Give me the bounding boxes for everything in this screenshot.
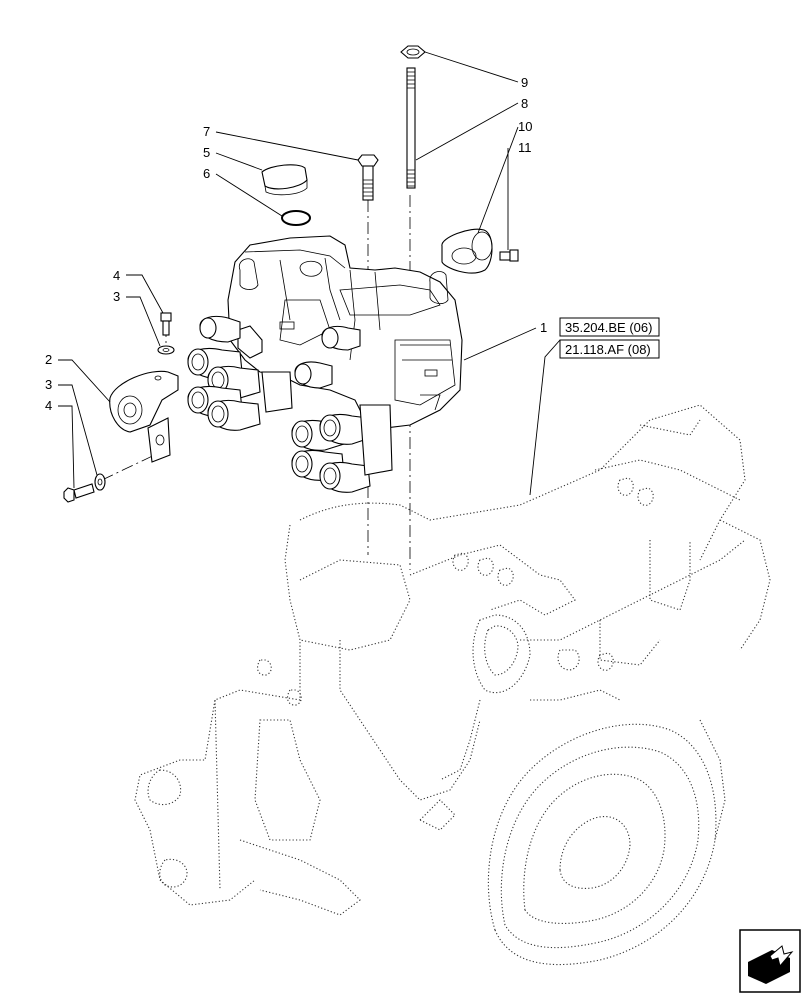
callout-4-lower: 4 (45, 398, 52, 413)
callout-5: 5 (203, 145, 210, 160)
threaded-rod-part-7 (406, 67, 416, 189)
callout-labels: 9 8 10 11 7 5 6 4 3 2 3 4 1 (45, 75, 547, 413)
callout-11: 11 (518, 140, 532, 155)
reference-label-1: 35.204.BE (06) (565, 320, 652, 335)
bolt-part-4-lower (63, 483, 95, 503)
callout-3-lower: 3 (45, 377, 52, 392)
cover-part-5 (261, 164, 308, 196)
reference-box-1[interactable]: 35.204.BE (06) (559, 317, 660, 337)
reference-label-2: 21.118.AF (08) (565, 342, 651, 357)
bolt-part-4-upper (160, 312, 172, 336)
callout-1: 1 (540, 320, 547, 335)
nut-part-8 (400, 45, 426, 59)
callout-7: 8 (521, 96, 528, 111)
rear-axle-housing (134, 404, 771, 966)
quick-couplers-upper-bank (187, 315, 293, 431)
leader-lines (58, 51, 561, 496)
callout-3-upper: 3 (113, 289, 120, 304)
next-page-arrow-icon[interactable] (739, 929, 801, 993)
washer-part-3-lower (94, 473, 106, 491)
o-ring-part-6 (281, 210, 311, 226)
callout-2: 2 (45, 352, 52, 367)
callout-10: 10 (518, 119, 532, 134)
bolt-part-9 (357, 154, 379, 201)
callout-9: 7 (203, 124, 210, 139)
quick-couplers-lower-bank (291, 325, 393, 493)
bracket-part-2 (109, 370, 179, 463)
callout-8: 9 (521, 75, 528, 90)
reference-box-2[interactable]: 21.118.AF (08) (559, 339, 660, 359)
screw-part-11 (499, 249, 519, 262)
callout-4-upper: 4 (113, 268, 120, 283)
washer-part-3-upper (157, 345, 175, 355)
callout-6: 6 (203, 166, 210, 181)
flange-part-10 (441, 228, 493, 274)
